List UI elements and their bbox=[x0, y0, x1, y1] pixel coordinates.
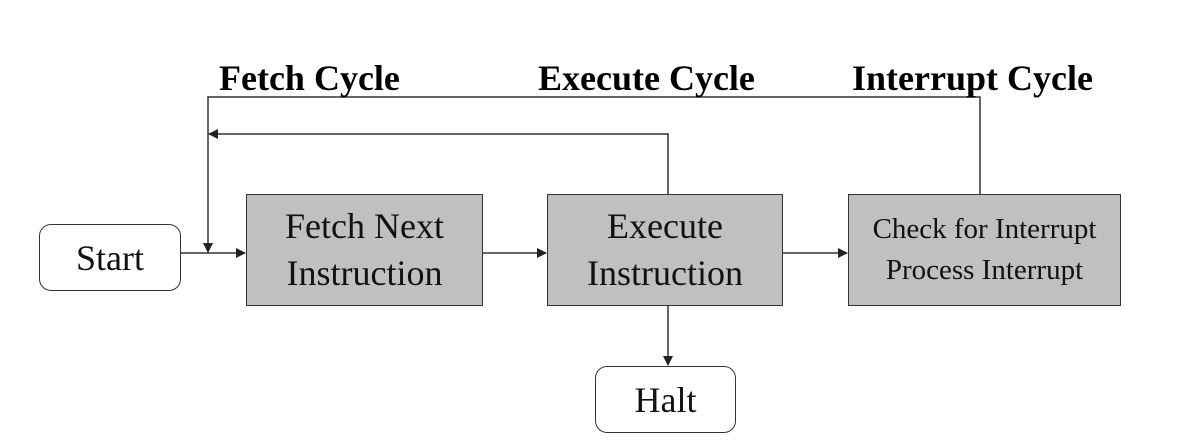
interrupt-cycle-label: Interrupt Cycle bbox=[852, 58, 1093, 98]
fetch-label-line1: Fetch Next bbox=[285, 206, 444, 247]
fetch-cycle-label: Fetch Cycle bbox=[219, 58, 400, 98]
execute-label-line1: Execute bbox=[607, 206, 723, 247]
execute-cycle-label: Execute Cycle bbox=[538, 58, 755, 98]
execute-return-line bbox=[208, 129, 669, 194]
interrupt-label-line2: Process Interrupt bbox=[885, 254, 1084, 286]
interrupt-return-line bbox=[203, 96, 981, 253]
halt-node: Halt bbox=[595, 366, 736, 433]
start-label: Start bbox=[76, 237, 144, 278]
interrupt-label-line1: Check for Interrupt bbox=[872, 213, 1097, 246]
execute-label-line2: Instruction bbox=[587, 253, 743, 293]
halt-label: Halt bbox=[634, 379, 697, 420]
start-node: Start bbox=[39, 224, 181, 291]
fetch-label-line2: Instruction bbox=[286, 253, 443, 293]
